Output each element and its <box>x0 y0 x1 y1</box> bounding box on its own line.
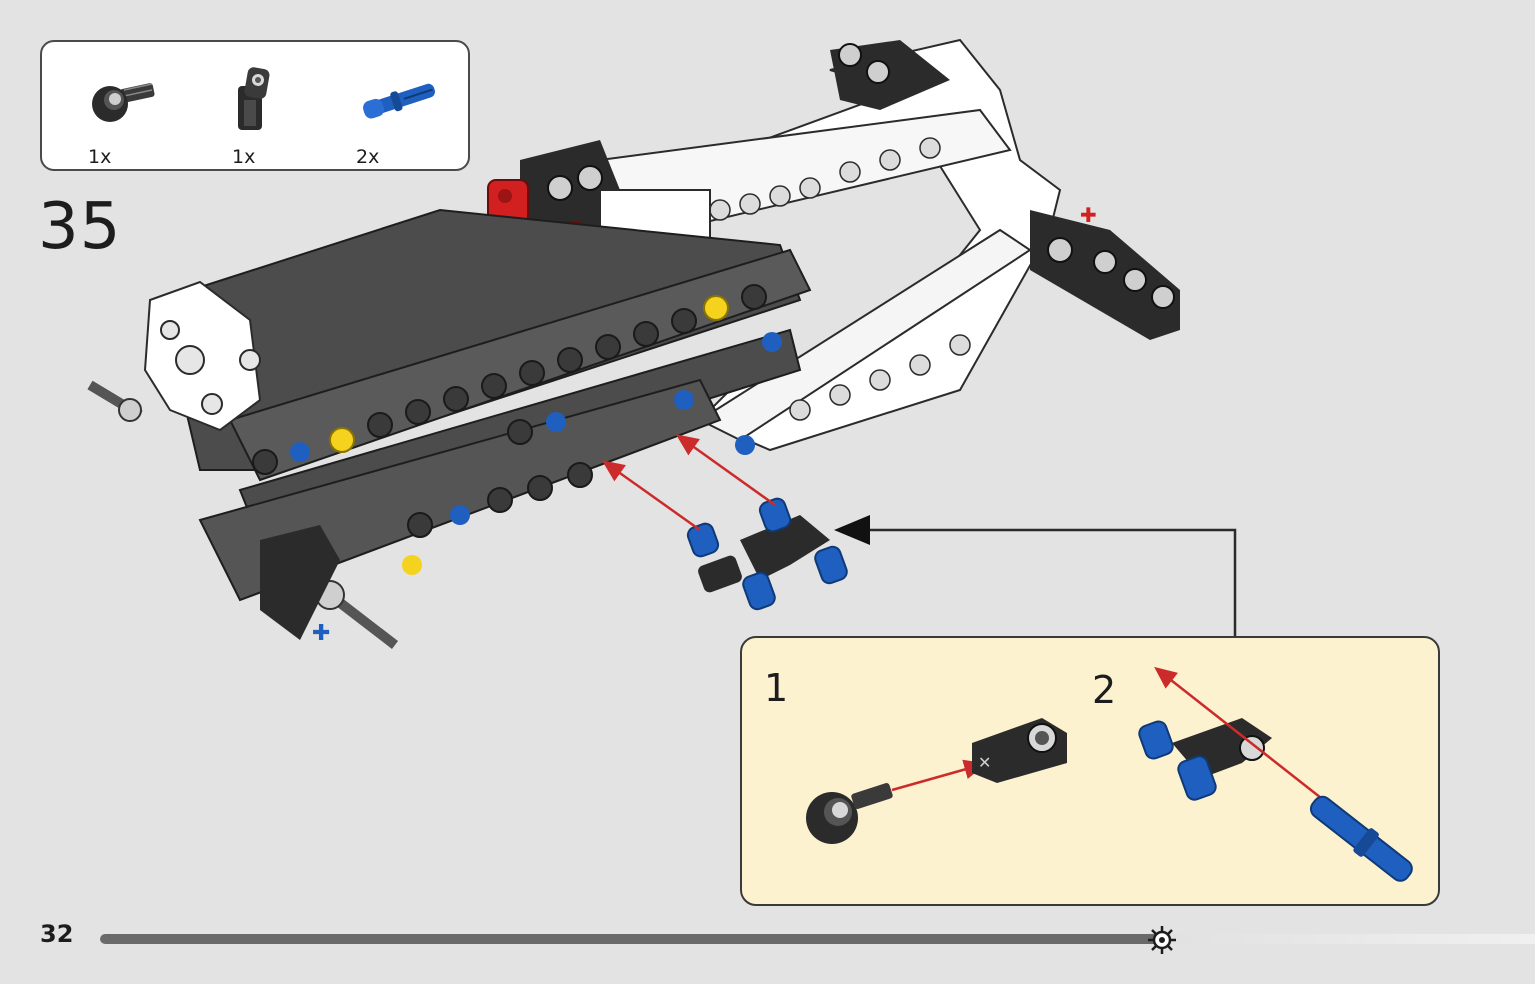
part-item: 1x <box>222 60 332 170</box>
svg-text:✚: ✚ <box>1080 203 1097 227</box>
part-quantity: 2x <box>356 146 380 168</box>
callout-pointer <box>834 515 1237 637</box>
black-rear-beam: ✚ <box>830 40 1180 340</box>
blue-pin-icon <box>363 83 436 119</box>
substep-number: 2 <box>1092 668 1117 712</box>
step-number: 35 <box>38 190 122 264</box>
axle-pin-connector-icon <box>92 83 155 122</box>
page-number: 32 <box>40 920 74 948</box>
beam-holes <box>252 284 767 538</box>
substep-number: 1 <box>764 666 789 710</box>
angle-connector-icon <box>238 67 270 130</box>
progress-bar <box>100 934 1535 944</box>
frame-holes <box>709 137 971 421</box>
part-quantity: 1x <box>232 146 256 168</box>
progress-bar-fill <box>100 934 1162 944</box>
front-white-bracket <box>143 280 262 432</box>
part-quantity: 1x <box>88 146 112 168</box>
sub-assembly <box>686 497 848 611</box>
parts-list: 1x 1x 2x <box>40 40 470 171</box>
gear-icon <box>1147 926 1176 954</box>
assembly-arrows <box>601 434 776 532</box>
front-axles: ✚ <box>87 380 399 649</box>
substep-illustration: ✕ <box>806 666 1413 882</box>
pin-accents <box>290 295 782 575</box>
part-item: 1x <box>82 60 192 170</box>
svg-text:✚: ✚ <box>312 621 330 646</box>
substep-callout: 1 2 ✕ <box>740 636 1440 906</box>
svg-text:✕: ✕ <box>978 753 991 772</box>
substep-2-parts <box>1138 666 1413 882</box>
part-item: 2x <box>352 60 462 170</box>
substep-1-parts: ✕ <box>806 718 1067 844</box>
